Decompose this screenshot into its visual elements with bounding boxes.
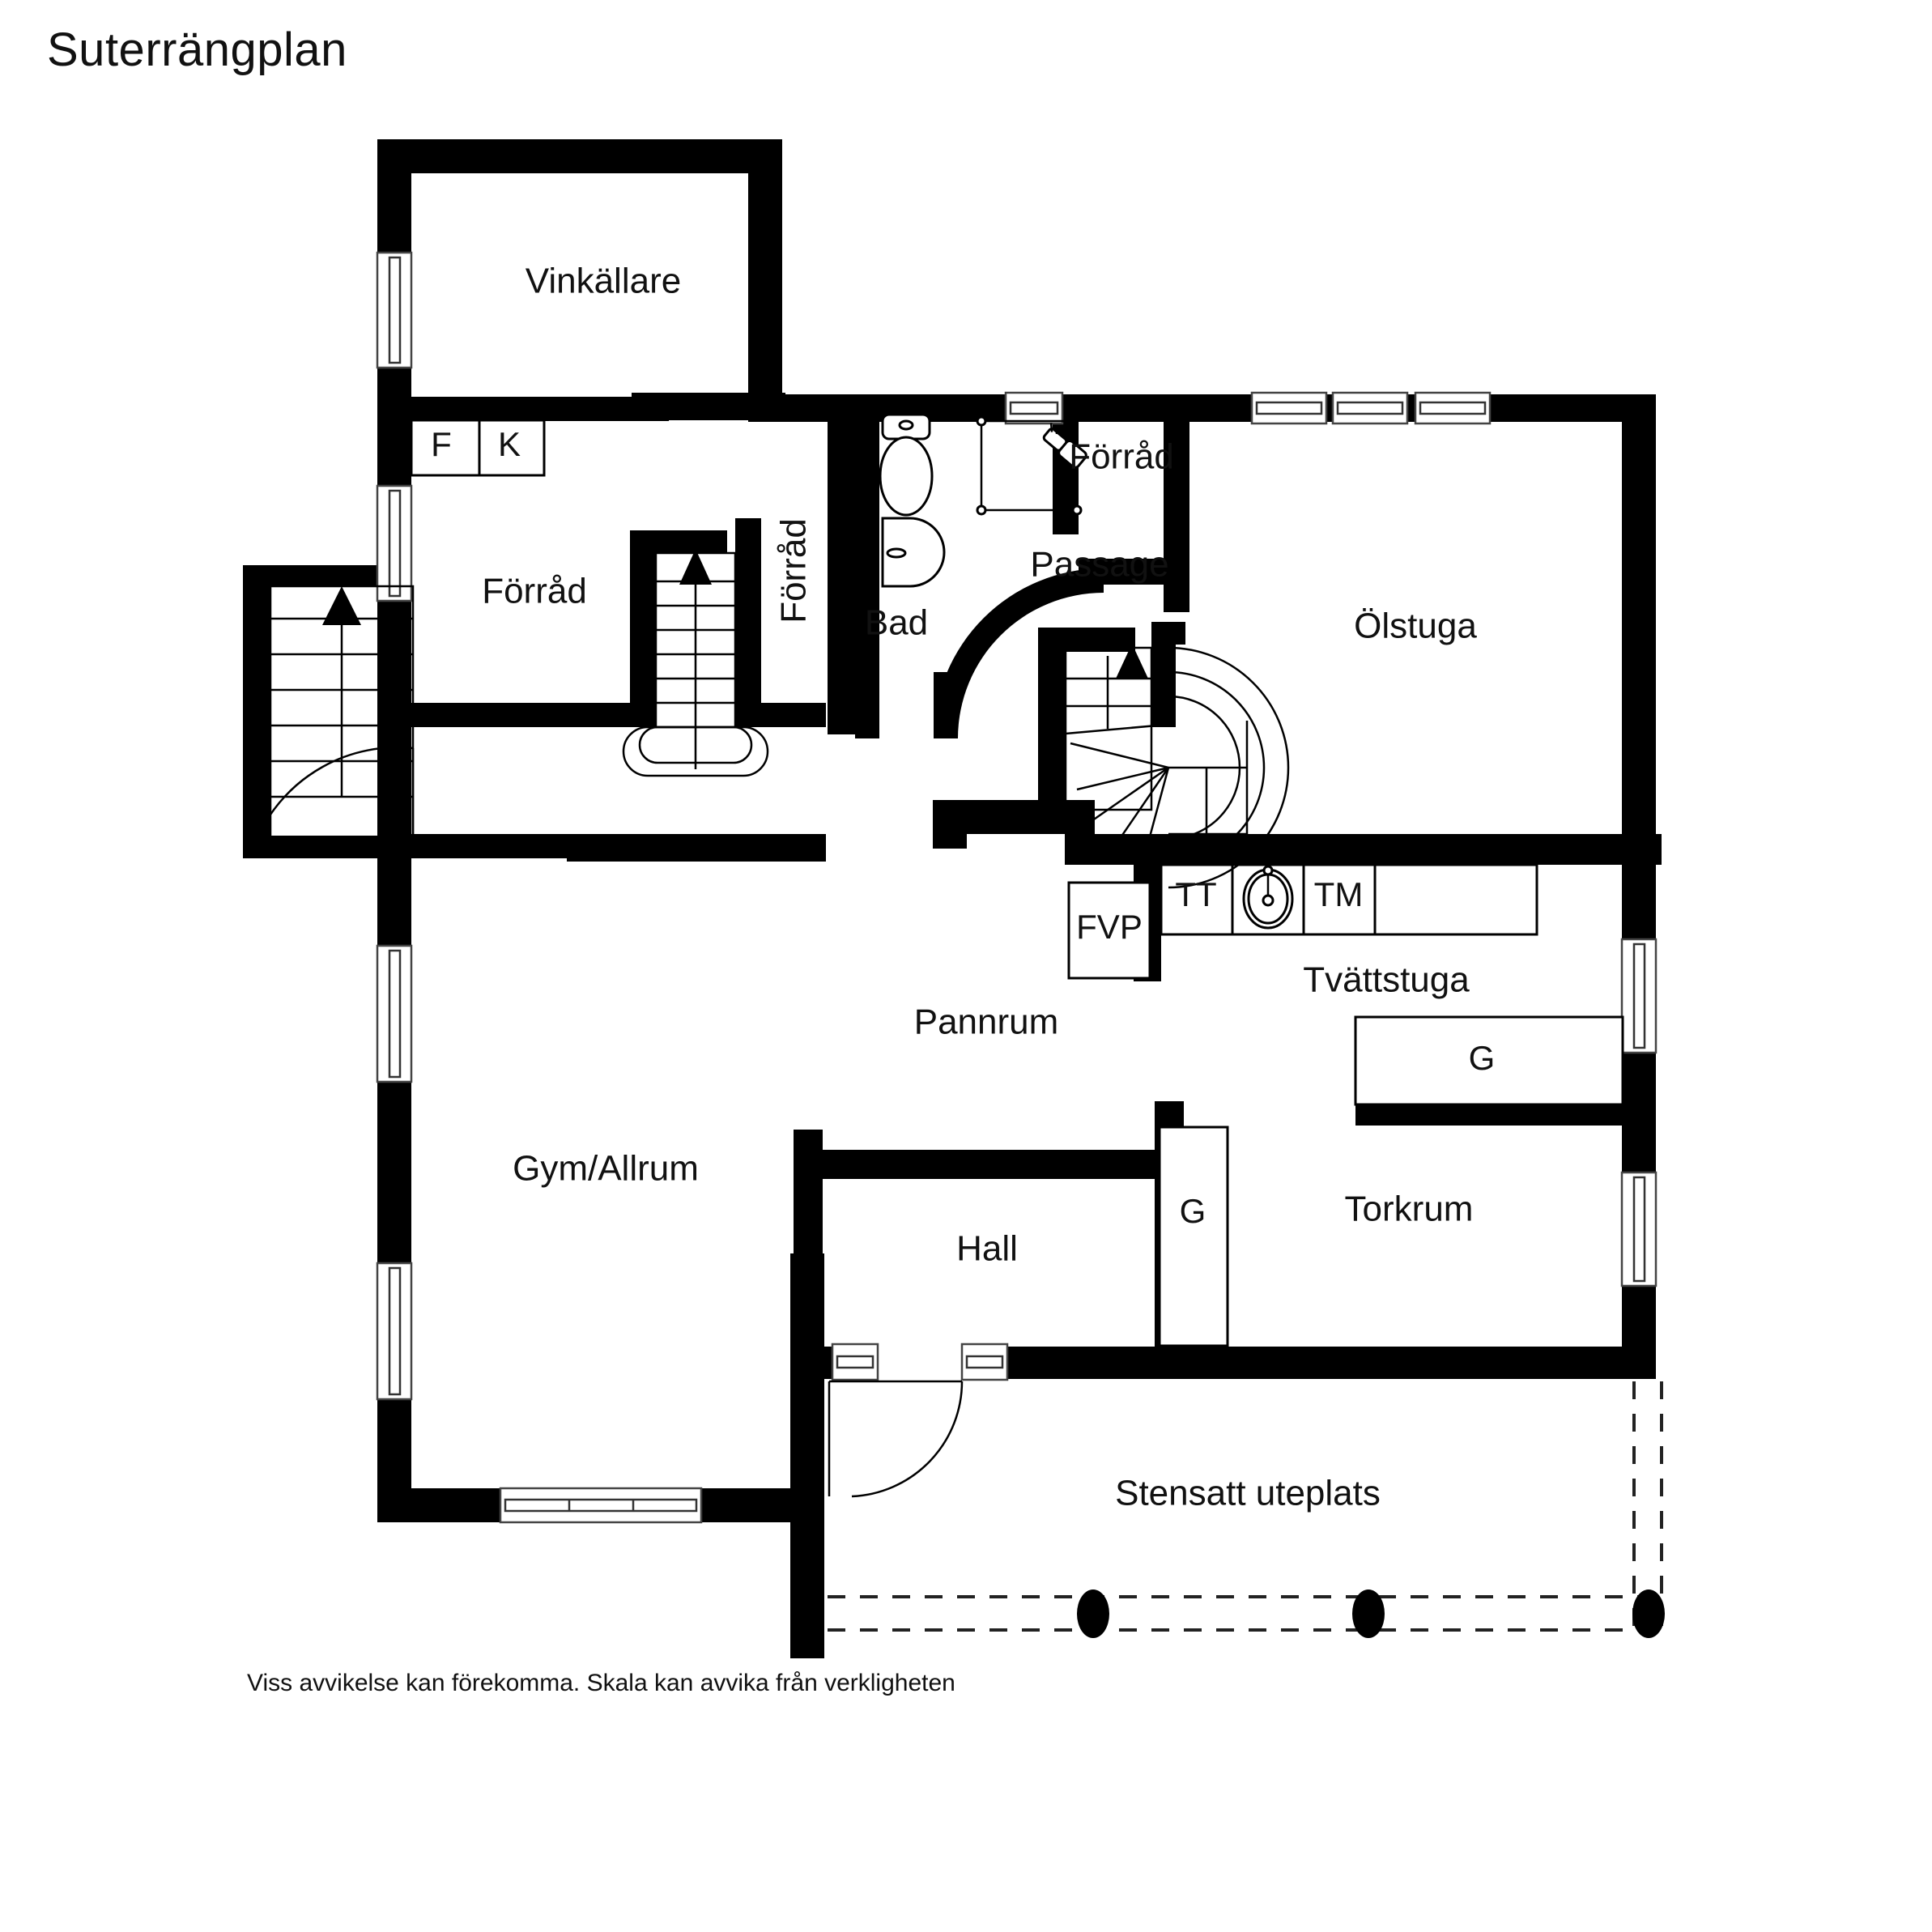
room-label-vinkallare: Vinkällare (526, 262, 681, 301)
window-hall-door-left (831, 1343, 879, 1381)
window-forrad-left (376, 484, 413, 602)
room-label-olstuga: Ölstuga (1354, 606, 1477, 646)
appliance-label-freezer: F (431, 425, 452, 463)
window-gym-west-1 (376, 944, 413, 1083)
wardrobe-top-box (1354, 1015, 1624, 1106)
fixture-layer (410, 413, 1624, 1347)
window-hall-door-right (960, 1343, 1009, 1381)
room-label-uteplats: Stensatt uteplats (1115, 1474, 1381, 1513)
appliance-label-wardrobe-top: G (1469, 1039, 1496, 1077)
room-label-tvattstuga: Tvättstuga (1303, 960, 1470, 1000)
wardrobe-hall-box (1158, 1126, 1229, 1347)
room-label-forrad-left: Förråd (482, 572, 587, 611)
appliance-label-fridge: K (498, 425, 521, 463)
terrace-pillar-3 (1632, 1589, 1665, 1638)
stair-layer (257, 549, 1290, 889)
window-olstuga-north-2 (1331, 391, 1409, 425)
window-layer (376, 251, 1658, 1524)
room-label-layer: Vinkällare Förråd Förråd Bad Förråd Pass… (482, 262, 1477, 1513)
wc-icon (879, 413, 934, 517)
sink-icon (881, 517, 946, 588)
shower-icon (976, 415, 1087, 516)
disclaimer-caption: Viss avvikelse kan förekomma. Skala kan … (247, 1670, 955, 1696)
window-gym-west-2 (376, 1262, 413, 1401)
appliance-label-layer: F K FVP TT TM G G (431, 425, 1495, 1230)
room-label-bad: Bad (865, 603, 928, 643)
room-label-torkrum: Torkrum (1345, 1189, 1474, 1229)
room-label-pannrum: Pannrum (914, 1002, 1059, 1042)
terrace-pillar-1 (1077, 1589, 1109, 1638)
heatpump-box (1067, 881, 1151, 980)
stair-winder (1064, 644, 1290, 889)
door-layer (828, 1380, 964, 1498)
window-tvattstuga-east (1620, 938, 1658, 1054)
stair-direction-arrow-icon (1116, 644, 1148, 679)
page-title: Suterrängplan (47, 23, 347, 76)
stair-left (257, 585, 415, 839)
stair-direction-arrow-icon (322, 586, 361, 625)
appliance-label-heatpump: FVP (1076, 908, 1143, 946)
window-olstuga-north-3 (1414, 391, 1492, 425)
laundry-bench (1373, 863, 1538, 936)
window-torkrum-east (1620, 1171, 1658, 1287)
room-label-gym: Gym/Allrum (513, 1149, 699, 1189)
fridge-box (478, 419, 546, 477)
window-bad-north (1004, 391, 1064, 425)
stair-middle (622, 549, 769, 777)
stair-direction-arrow-icon (679, 549, 712, 585)
appliance-label-washer: TM (1314, 875, 1364, 913)
terrace-pillar-2 (1352, 1589, 1385, 1638)
appliance-label-wardrobe-hall: G (1180, 1192, 1206, 1230)
window-gym-south (499, 1487, 703, 1524)
door-hall-entry (828, 1380, 964, 1498)
room-label-hall: Hall (956, 1229, 1018, 1269)
room-label-forrad-top: Förråd (1069, 437, 1174, 477)
laundry-sink-icon (1242, 865, 1294, 930)
room-label-passage: Passage (1030, 545, 1168, 585)
appliance-label-tumble-dryer: TT (1175, 875, 1216, 913)
window-olstuga-north-1 (1250, 391, 1328, 425)
curved-wall-passage (934, 559, 1168, 738)
room-label-forrad-mid: Förråd (774, 518, 814, 623)
terrace-layer (828, 1381, 1668, 1638)
window-vinkallare-left (376, 251, 413, 369)
